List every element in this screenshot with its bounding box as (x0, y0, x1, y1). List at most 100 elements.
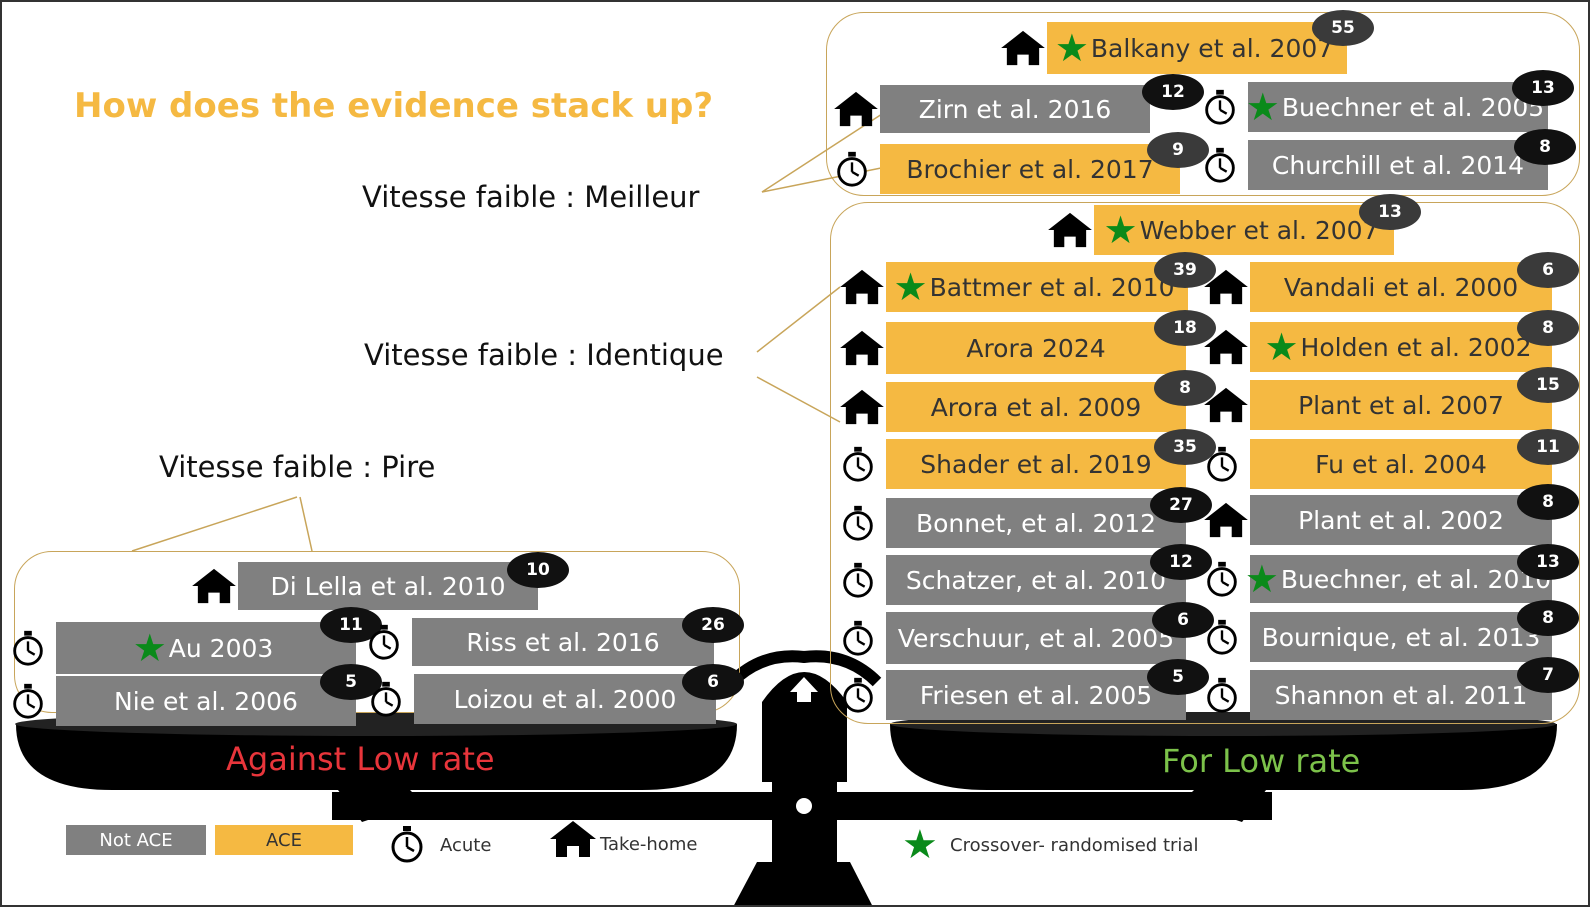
study-box: Shannon et al. 2011 (1250, 670, 1552, 720)
study-label: Nie et al. 2006 (114, 686, 298, 716)
stopwatch-icon (1200, 88, 1240, 130)
legend-ace: ACE (215, 825, 353, 855)
study-label: Fu et al. 2004 (1315, 449, 1487, 479)
study-box: ★Buechner, et al. 2010 (1245, 555, 1552, 603)
study-box: Churchill et al. 2014 (1248, 140, 1548, 190)
star-icon: ★ (893, 265, 928, 309)
legend-not-ace: Not ACE (66, 825, 206, 855)
study-box: ★Webber et al. 2007 (1094, 205, 1394, 255)
participant-count-badge: 15 (1517, 367, 1579, 403)
house-icon (190, 567, 238, 609)
stopwatch-icon (366, 680, 406, 722)
participant-count-badge: 10 (507, 552, 569, 588)
stopwatch-icon (838, 504, 878, 546)
participant-count-badge: 9 (1147, 132, 1209, 168)
study-label: Holden et al. 2002 (1300, 332, 1532, 362)
study-box: Shader et al. 2019 (886, 439, 1186, 489)
study-label: Shader et al. 2019 (920, 449, 1152, 479)
star-icon: ★ (1245, 85, 1280, 129)
study-box: Bonnet, et al. 2012 (886, 498, 1186, 548)
study-box: ★Battmer et al. 2010 (886, 262, 1188, 312)
participant-count-badge: 39 (1154, 252, 1216, 288)
study-box: Plant et al. 2007 (1250, 380, 1552, 430)
participant-count-badge: 7 (1517, 657, 1579, 693)
study-label: Battmer et al. 2010 (929, 272, 1175, 302)
study-box: Friesen et al. 2005 (886, 670, 1186, 720)
study-label: Webber et al. 2007 (1139, 215, 1379, 245)
stopwatch-icon (1202, 676, 1242, 718)
legend-take-home-label: Take-home (600, 834, 698, 855)
star-icon: ★ (1264, 325, 1299, 369)
group-same (830, 202, 1580, 724)
note-better: Vitesse faible : Meilleur (362, 180, 700, 214)
participant-count-badge: 8 (1517, 600, 1579, 636)
participant-count-badge: 26 (682, 607, 744, 643)
study-label: Plant et al. 2007 (1298, 390, 1504, 420)
star-icon: ★ (902, 822, 938, 868)
study-box: Brochier et al. 2017 (880, 144, 1180, 194)
participant-count-badge: 18 (1154, 310, 1216, 346)
stopwatch-icon (8, 682, 48, 724)
study-label: Brochier et al. 2017 (906, 154, 1154, 184)
participant-count-badge: 13 (1512, 70, 1574, 106)
study-box: Schatzer, et al. 2010 (886, 555, 1186, 605)
note-worse: Vitesse faible : Pire (159, 450, 436, 484)
house-icon (838, 329, 886, 371)
study-label: Di Lella et al. 2010 (270, 571, 506, 601)
participant-count-badge: 12 (1150, 544, 1212, 580)
participant-count-badge: 6 (1152, 602, 1214, 638)
study-label: Churchill et al. 2014 (1271, 150, 1525, 180)
participant-count-badge: 35 (1154, 429, 1216, 465)
participant-count-badge: 5 (1147, 659, 1209, 695)
stopwatch-icon (1202, 618, 1242, 660)
house-icon (832, 90, 880, 132)
study-box: Riss et al. 2016 (412, 618, 714, 666)
against-label: Against Low rate (226, 740, 495, 778)
house-icon (838, 388, 886, 430)
study-box: Bournique, et al. 2013 (1250, 612, 1552, 662)
stopwatch-icon (838, 619, 878, 661)
house-icon (1202, 501, 1250, 543)
study-label: Arora et al. 2009 (930, 392, 1142, 422)
study-label: Arora 2024 (966, 333, 1106, 363)
study-label: Buechner et al. 2005 (1281, 92, 1545, 122)
house-icon (548, 819, 598, 863)
study-label: Loizou et al. 2000 (453, 684, 677, 714)
house-icon (1202, 268, 1250, 310)
study-label: Vandali et al. 2000 (1283, 272, 1519, 302)
house-icon (1202, 386, 1250, 428)
study-box: Di Lella et al. 2010 (238, 562, 538, 610)
stopwatch-icon (838, 561, 878, 603)
study-box: ★Balkany et al. 2007 (1047, 22, 1347, 74)
study-label: Plant et al. 2002 (1298, 505, 1504, 535)
star-icon: ★ (1103, 208, 1138, 252)
stopwatch-icon (1202, 445, 1242, 487)
study-label: Zirn et al. 2016 (918, 94, 1112, 124)
stopwatch-icon (832, 150, 872, 192)
star-icon: ★ (132, 626, 167, 670)
study-label: Buechner, et al. 2010 (1280, 564, 1552, 594)
participant-count-badge: 11 (1517, 429, 1579, 465)
stopwatch-icon (1202, 560, 1242, 602)
house-icon (999, 29, 1047, 71)
study-label: Au 2003 (168, 633, 274, 663)
study-box: Nie et al. 2006 (56, 676, 356, 726)
study-box: Fu et al. 2004 (1250, 439, 1552, 489)
study-label: Friesen et al. 2005 (919, 680, 1153, 710)
study-label: Schatzer, et al. 2010 (905, 565, 1167, 595)
participant-count-badge: 27 (1150, 487, 1212, 523)
participant-count-badge: 8 (1517, 310, 1579, 346)
participant-count-badge: 55 (1312, 10, 1374, 46)
group-better (826, 12, 1580, 196)
study-box: Verschuur, et al. 2005 (886, 612, 1186, 664)
study-label: Riss et al. 2016 (466, 627, 660, 657)
stopwatch-icon (1200, 146, 1240, 188)
study-box: Vandali et al. 2000 (1250, 262, 1552, 312)
star-icon: ★ (1244, 557, 1279, 601)
study-box: Plant et al. 2002 (1250, 495, 1552, 545)
stopwatch-icon (8, 629, 48, 671)
slide-title: How does the evidence stack up? (74, 86, 714, 126)
star-icon: ★ (1054, 26, 1089, 70)
participant-count-badge: 8 (1517, 484, 1579, 520)
